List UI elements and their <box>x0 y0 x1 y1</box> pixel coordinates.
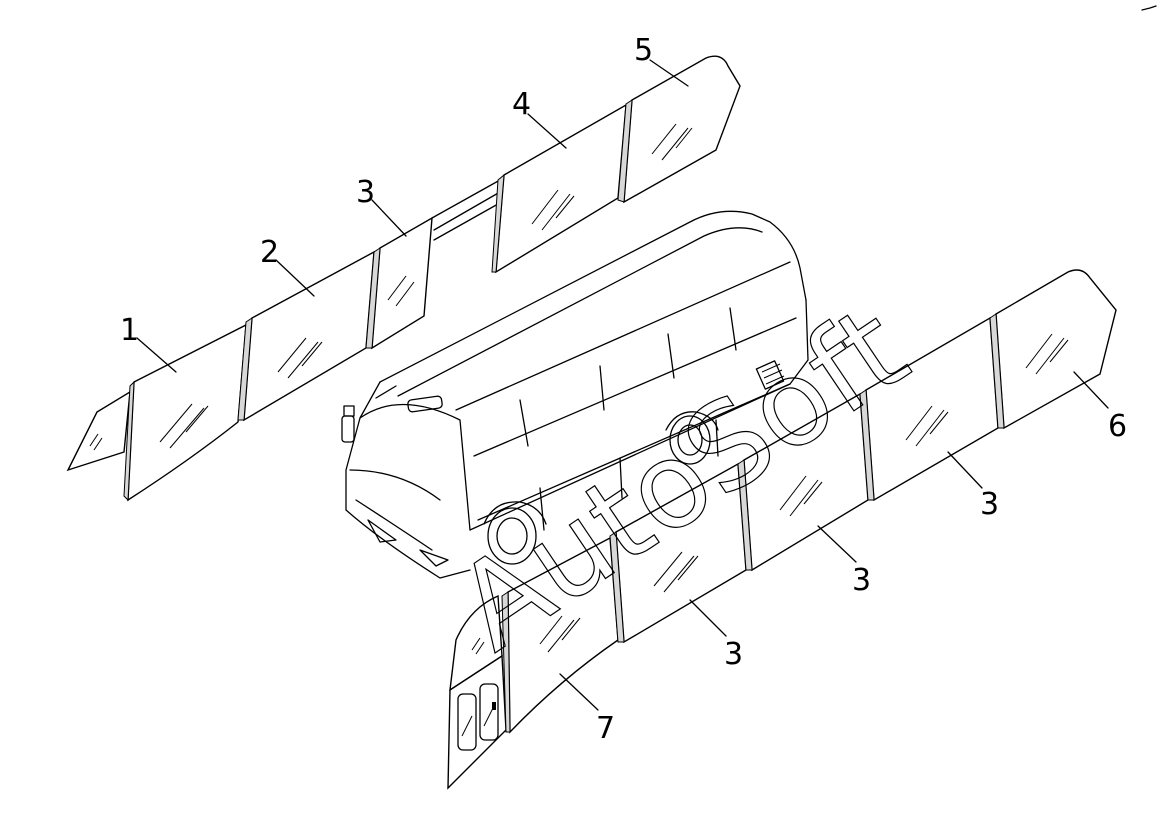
leader-lines <box>136 59 1109 711</box>
window-3-bottom-b <box>737 392 869 572</box>
window-front-door <box>447 594 507 790</box>
top-window-row <box>66 55 741 502</box>
window-1 <box>123 323 247 502</box>
callout-3-bottom-b: 3 <box>852 563 871 598</box>
bottom-window-row <box>447 269 1117 790</box>
callout-3-bottom-a: 3 <box>724 637 743 672</box>
callout-6: 6 <box>1108 409 1127 444</box>
callout-1: 1 <box>120 313 139 348</box>
corner-mark <box>1141 5 1157 11</box>
callout-5: 5 <box>634 33 653 68</box>
window-2 <box>237 250 375 422</box>
bus-illustration <box>341 210 809 579</box>
callout-3-top: 3 <box>356 175 375 210</box>
bus-front-wheel <box>483 501 547 565</box>
bus-rear-wheel <box>665 411 719 465</box>
window-5 <box>617 55 741 204</box>
callout-4: 4 <box>512 87 531 122</box>
window-4 <box>491 103 627 274</box>
bus-front <box>341 385 471 579</box>
callout-2: 2 <box>260 235 279 270</box>
window-gap-strip <box>431 179 501 241</box>
window-front-corner-left <box>66 390 131 472</box>
window-3-top <box>365 216 433 350</box>
callout-labels: 1 2 3 4 5 6 3 3 3 7 <box>120 33 1127 746</box>
window-6 <box>989 269 1117 430</box>
callout-7: 7 <box>596 711 615 746</box>
callout-3-bottom-c: 3 <box>980 487 999 522</box>
